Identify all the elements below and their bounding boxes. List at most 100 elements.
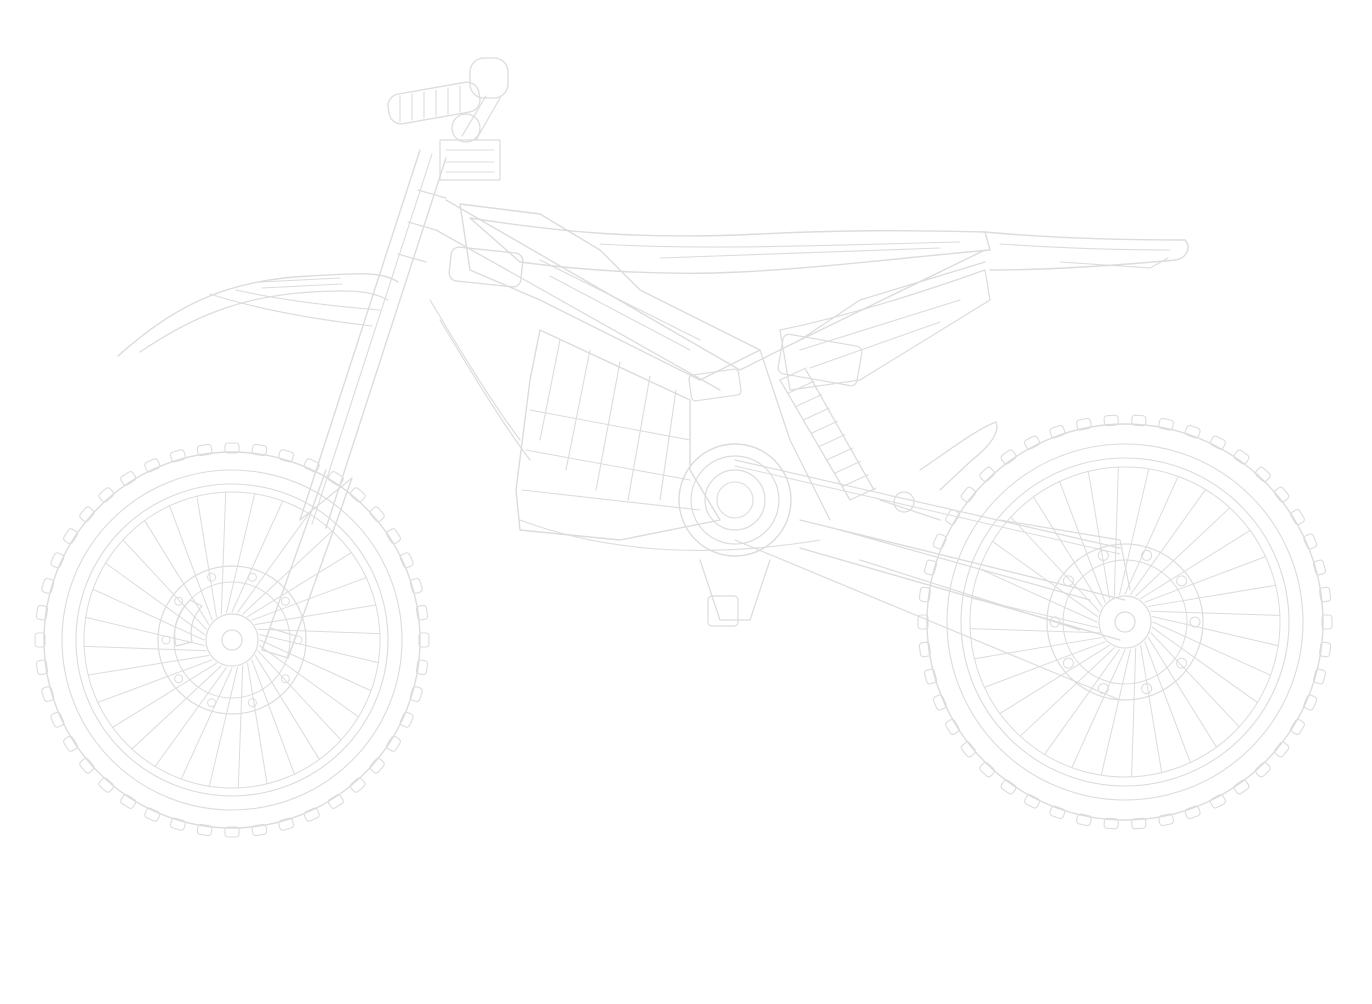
front-wheel (34, 442, 430, 838)
tread-knob (63, 528, 78, 545)
disc-hole (207, 572, 217, 582)
spoke (1150, 610, 1281, 616)
tread-knob (418, 632, 430, 648)
spoke (1151, 616, 1279, 647)
front-tire-inner (61, 469, 403, 811)
rear-hub (1098, 595, 1152, 649)
spoke (1129, 489, 1207, 596)
tread-knob (386, 735, 401, 752)
battery-pack (515, 329, 821, 551)
swingarm (799, 519, 1131, 641)
tread-knob (1233, 779, 1250, 795)
tread-knob (1321, 614, 1333, 630)
spoke (236, 513, 310, 614)
spoke (196, 495, 217, 618)
tread-knob (278, 449, 295, 463)
spoke (1152, 621, 1272, 676)
spoke (999, 644, 1110, 715)
tread-knob (1000, 779, 1017, 795)
disc-hole (1176, 657, 1188, 669)
spoke (258, 634, 379, 664)
shock-coils (779, 367, 877, 501)
tread-knob (196, 443, 213, 457)
rear-shock (777, 333, 877, 501)
front-brake-caliper (174, 599, 203, 647)
spoke (1151, 626, 1258, 704)
spoke (1059, 480, 1106, 603)
spoke (1147, 637, 1218, 748)
tread-knob (1103, 817, 1119, 830)
spoke (226, 493, 256, 614)
tread-knob (1049, 424, 1066, 439)
rear-axle (1114, 611, 1136, 633)
shock-coil (849, 487, 877, 501)
rear-wheel (917, 414, 1333, 830)
spoke (247, 662, 268, 785)
tread-knob (1290, 509, 1305, 526)
disc-hole (1176, 575, 1188, 587)
tread-knob (369, 757, 385, 774)
shock-coil (802, 407, 830, 421)
tread-knob (1312, 668, 1327, 685)
rear-tire-outer (926, 423, 1324, 821)
tread-knob (1312, 559, 1327, 576)
spoke (1124, 475, 1179, 595)
shock-coil (818, 434, 846, 448)
front-brake-disc (157, 565, 307, 715)
shock-coil (795, 394, 823, 408)
spoke (1019, 647, 1115, 737)
disc-hole (174, 596, 184, 606)
tread-knob (399, 711, 414, 728)
rear-tire-tread (917, 414, 1333, 830)
shock-coil (787, 380, 815, 394)
tread-knob (918, 586, 931, 603)
spoke (92, 588, 205, 641)
tread-knob (932, 533, 947, 550)
footpeg (879, 421, 998, 521)
spoke (208, 666, 238, 787)
tread-knob (79, 757, 95, 774)
disc-hole (247, 698, 257, 708)
tread-knob (1131, 817, 1147, 830)
spoke (1144, 641, 1191, 764)
tread-knob (918, 641, 931, 658)
tread-knob (224, 826, 240, 838)
tread-knob (917, 614, 929, 630)
tread-knob (98, 487, 115, 503)
tread-knob (1303, 694, 1318, 711)
tread-knob (1103, 414, 1119, 427)
spoke (105, 562, 206, 636)
motor-hub (678, 443, 792, 627)
spoke (973, 637, 1103, 660)
tread-knob (251, 443, 268, 457)
tread-knob (1000, 449, 1017, 465)
spoke (992, 540, 1099, 618)
tread-knob (63, 735, 78, 752)
tread-knob (979, 761, 995, 778)
tread-knob (50, 552, 65, 569)
spoke (259, 639, 372, 692)
tread-knob (196, 823, 213, 837)
spoke (87, 655, 210, 676)
tread-knob (923, 668, 938, 685)
tread-knob (1274, 486, 1290, 503)
tread-knob (1274, 741, 1290, 758)
spoke (85, 616, 206, 646)
disc-hole (207, 698, 217, 708)
front-spokes (83, 491, 381, 789)
tread-knob (960, 741, 976, 758)
tread-knob (369, 506, 385, 523)
shock-coil (779, 367, 807, 381)
spoke (1032, 496, 1103, 607)
handlebar (387, 57, 509, 181)
spoke (1140, 644, 1163, 774)
tread-knob (50, 711, 65, 728)
tread-knob (1319, 586, 1332, 603)
tread-knob (169, 817, 186, 831)
spoke (969, 628, 1100, 634)
tread-knob (41, 577, 55, 594)
seat (469, 217, 991, 274)
rear-tire-inner (946, 443, 1304, 801)
